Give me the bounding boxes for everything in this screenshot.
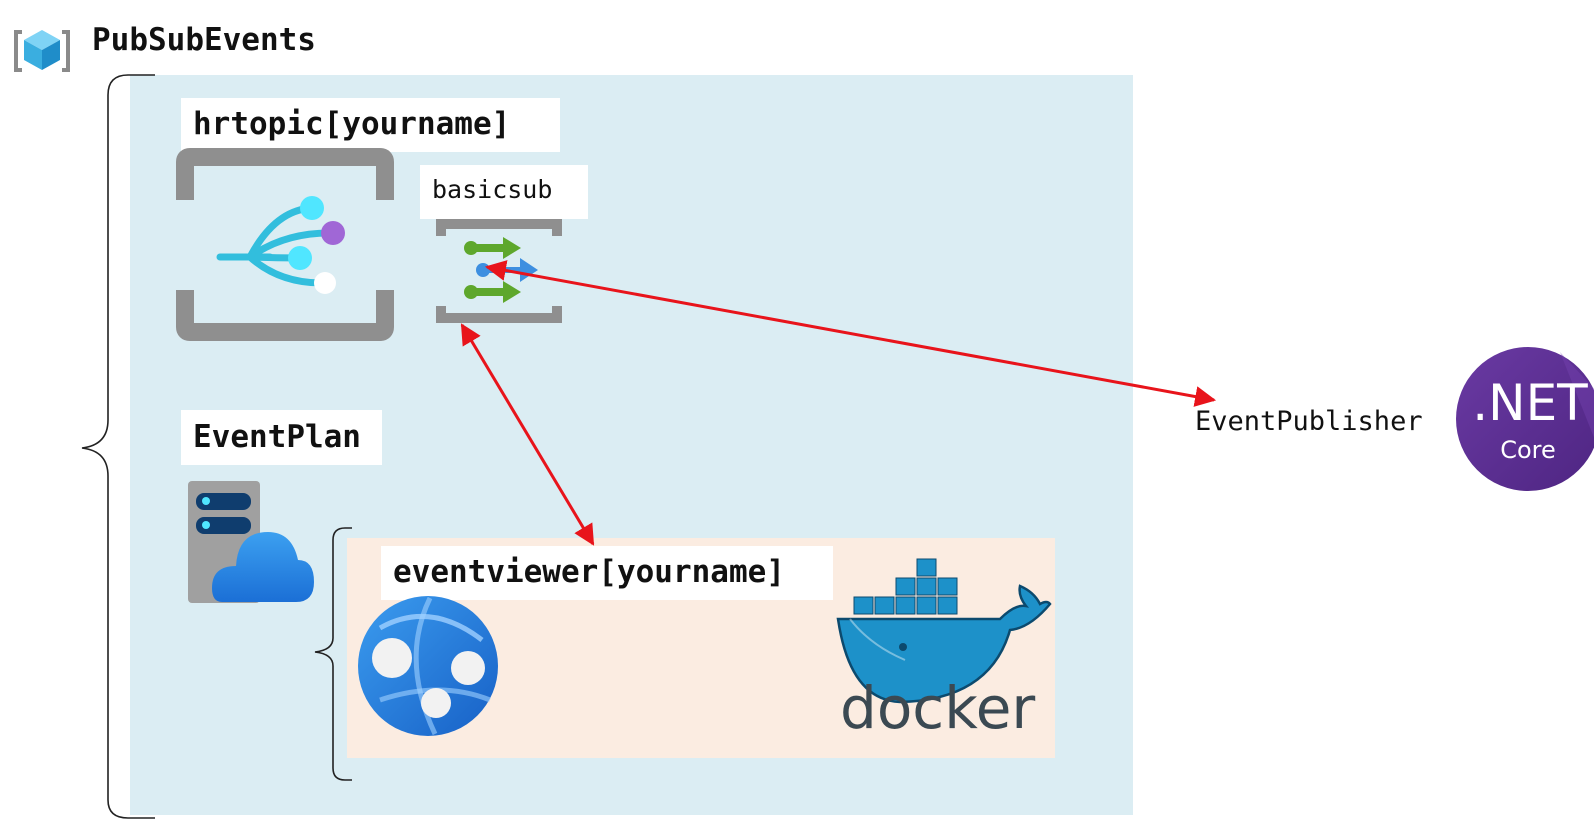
resource-group-icon bbox=[14, 30, 70, 72]
publisher-label: EventPublisher bbox=[1195, 406, 1423, 437]
topic-label: hrtopic[yourname] bbox=[181, 98, 560, 152]
event-grid-topic-icon bbox=[176, 148, 394, 341]
dotnet-line2: Core bbox=[1500, 436, 1556, 464]
webapp-label: eventviewer[yourname] bbox=[381, 546, 833, 600]
dotnet-line1: .NET bbox=[1472, 374, 1588, 432]
arrow-subscription-webapp bbox=[460, 323, 595, 546]
docker-wordmark: docker bbox=[840, 674, 1035, 742]
plan-label: EventPlan bbox=[181, 410, 382, 465]
dotnet-core-logo: .NET Core bbox=[1456, 347, 1594, 491]
arrow-subscription-publisher bbox=[484, 260, 1217, 407]
resource-group-title: PubSubEvents bbox=[92, 22, 316, 58]
resource-group-brace bbox=[81, 74, 155, 819]
subscription-icon bbox=[436, 219, 562, 323]
docker-logo: docker bbox=[836, 558, 1052, 742]
app-service-plan-icon bbox=[188, 481, 314, 603]
web-app-brace bbox=[314, 527, 352, 781]
web-app-icon bbox=[358, 596, 498, 736]
subscription-label: basicsub bbox=[420, 165, 588, 219]
